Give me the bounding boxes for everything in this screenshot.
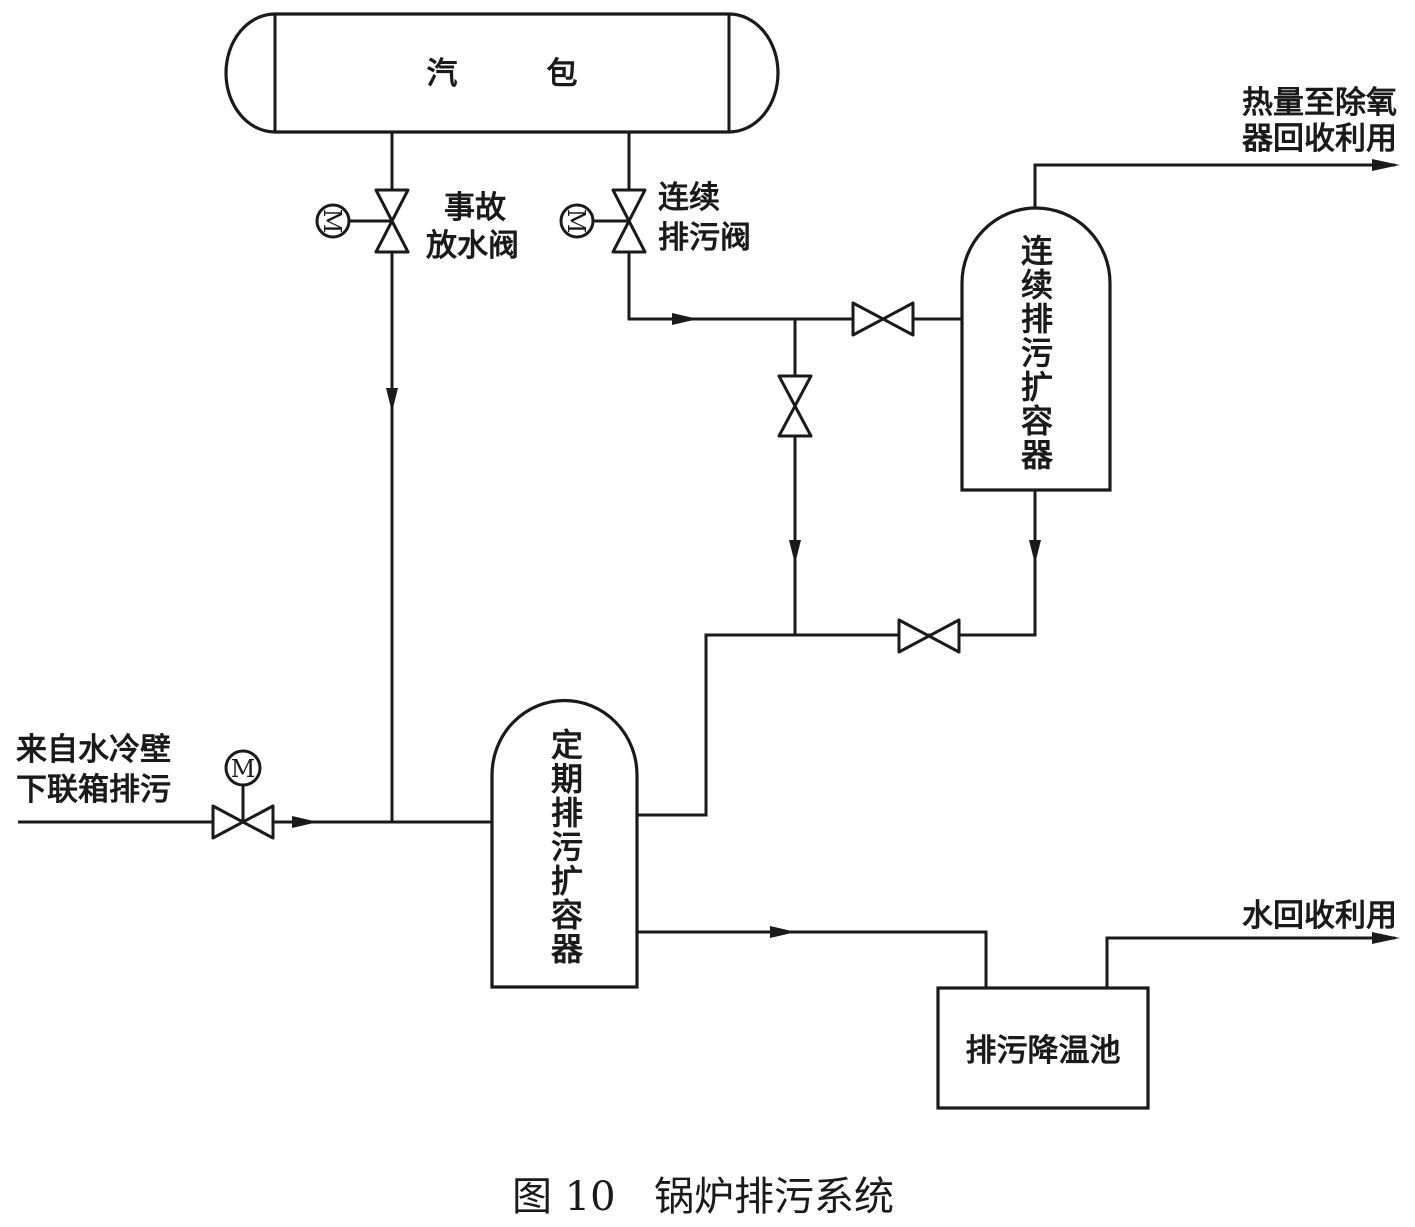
expander-char-7: 器 [550,930,584,968]
heat-recovery-label-1: 热量至除氧 [1242,85,1397,121]
continuous-blowdown-label-2: 排污阀 [658,220,751,256]
motor-actuator-icon [559,203,595,239]
arrow-down-bypass [789,540,801,564]
drum-vessel [224,12,780,134]
piping [18,132,1395,988]
expander-drain-valve[interactable] [897,618,961,654]
flow-arrows [292,159,1400,944]
pool-label: 排污降温池 [966,1033,1121,1069]
pipe-to-cooling-pool [637,930,988,988]
expander-char-4: 污 [1021,334,1053,372]
pipe-periodic-outlet [637,490,1037,817]
heat-recovery-label-2: 器回收利用 [1241,121,1397,157]
emergency-drain-label-2: 放水阀 [425,228,519,264]
arrow-right-heat [1372,159,1400,171]
expander-vessel [490,698,639,989]
drum-label-left: 汽 [427,56,458,92]
inlet-label-2: 下联箱排污 [16,772,171,808]
water-wall-inlet-valve[interactable]: M [211,749,275,840]
figure-number: 图 10 [512,1174,616,1220]
expander-char-3: 排 [1021,300,1053,338]
expander-char-6: 容 [551,896,583,934]
expander-char-1: 连 [1021,232,1053,270]
pool-box [936,986,1150,1110]
water-recovery-label: 水回收利用 [1242,898,1397,934]
emergency-drain-label-1: 事故 [444,190,506,226]
emergency-drain-valve[interactable]: M [315,188,410,254]
motor-actuator-letter: M [231,755,256,783]
motor-actuator-icon [315,203,351,239]
drum-label-right: 包 [547,56,578,92]
periodic-blowdown-expander: 定 期 排 污 扩 容 器 [490,698,639,989]
arrow-right-continuous [672,313,698,325]
expander-char-4: 污 [551,828,583,866]
expander-char-2: 期 [551,760,583,798]
motor-actuator-icon [224,749,262,787]
figure-title: 锅炉排污系统 [654,1174,894,1220]
arrow-right-water [1372,932,1400,944]
pipe-heat-recovery [1033,163,1395,208]
arrow-down-expander [1029,540,1041,564]
arrow-down-emergency [386,388,398,412]
expander-char-5: 扩 [551,862,583,900]
pipe-water-recovery [1105,936,1395,988]
expander-vessel [960,206,1112,492]
steam-drum: 汽 包 [224,12,780,134]
continuous-blowdown-valve[interactable]: M [559,188,647,254]
motor-actuator-letter: M [318,209,346,234]
expander-inlet-valve[interactable] [851,301,915,337]
motor-actuator-letter: M [562,209,590,234]
inlet-label-1: 来自水冷壁 [16,732,171,768]
expander-char-6: 容 [1021,402,1053,440]
expander-char-2: 续 [1021,266,1053,304]
expander-char-3: 排 [551,794,583,832]
continuous-blowdown-expander: 连 续 排 污 扩 容 器 [960,206,1112,492]
arrow-right-pool [770,926,796,938]
blowdown-cooling-pool: 排污降温池 [936,986,1150,1110]
bypass-valve[interactable] [777,374,813,438]
continuous-blowdown-label-1: 连续 [658,180,720,216]
expander-char-1: 定 [551,726,583,764]
expander-char-5: 扩 [1021,368,1053,406]
expander-char-7: 器 [1020,436,1054,474]
arrow-right-inlet [292,816,318,828]
